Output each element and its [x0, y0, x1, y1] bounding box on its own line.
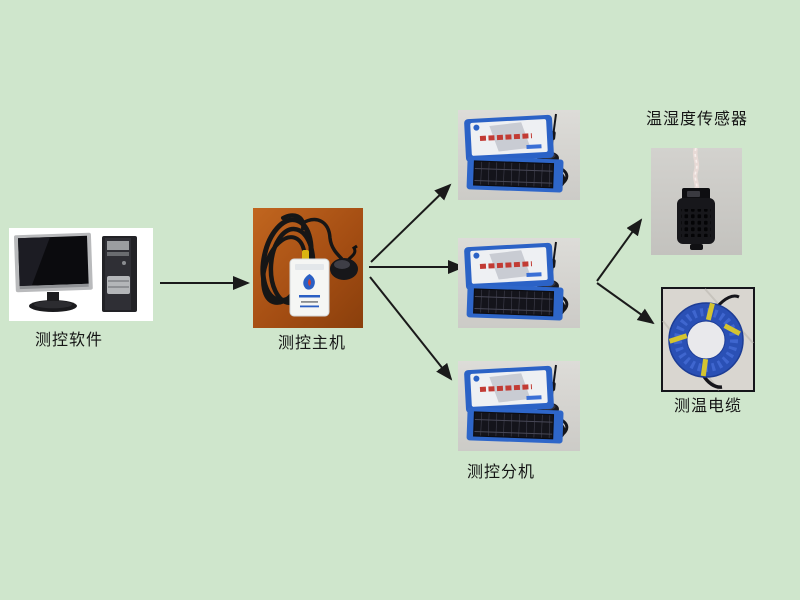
- arrow-host-to-subunit-bottom: [369, 276, 453, 381]
- host-device-photo: [253, 208, 363, 328]
- humidity-sensor-photo: [651, 148, 742, 255]
- label-sensor: 温湿度传感器: [645, 111, 748, 128]
- cable-coil-photo: [661, 287, 755, 392]
- arrow-subunit-to-sensor: [596, 218, 643, 282]
- subunit-photo-middle: [458, 238, 580, 328]
- label-host: 测控主机: [277, 335, 346, 352]
- label-software: 测控软件: [34, 332, 103, 349]
- subunit-photo-top: [458, 110, 580, 200]
- arrow-subunit-to-cable: [596, 282, 655, 325]
- arrow-host-to-subunit-top: [370, 183, 452, 263]
- subunit-photo-bottom: [458, 361, 580, 451]
- label-subunit: 测控分机: [466, 464, 535, 481]
- computer-photo: [9, 228, 153, 321]
- label-cable: 测温电缆: [673, 398, 742, 415]
